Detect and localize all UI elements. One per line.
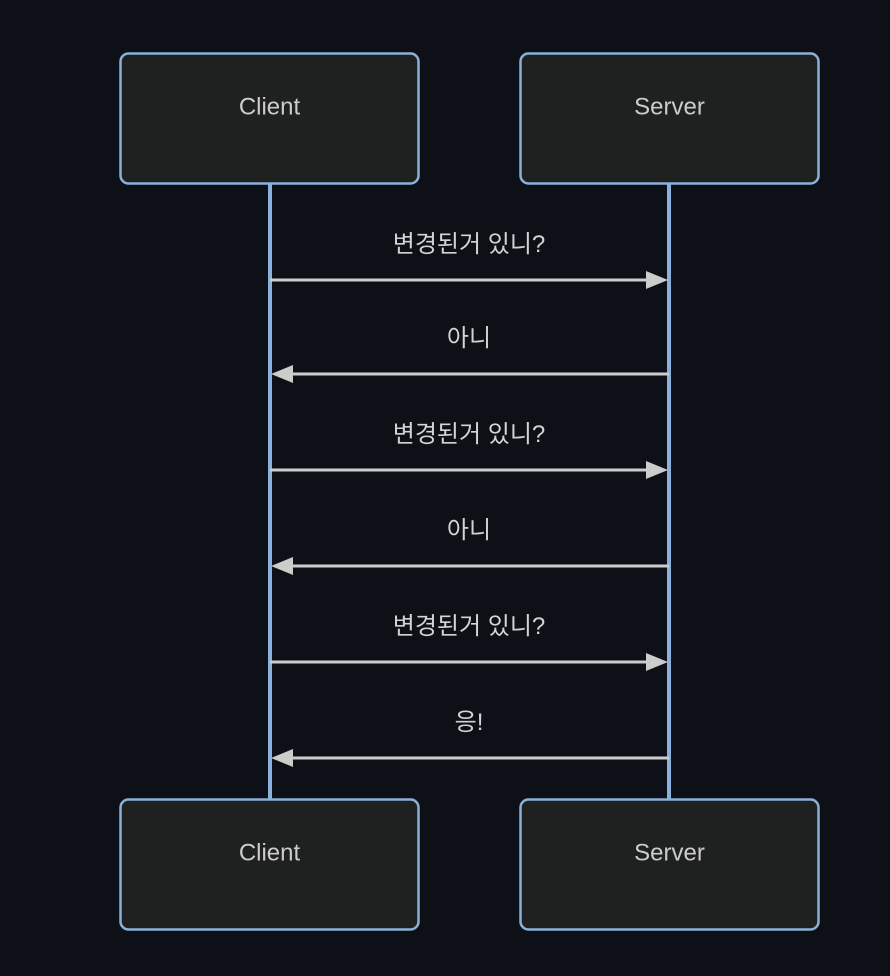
- arrowhead-left-icon: [271, 365, 293, 383]
- actor-server-top: Server: [519, 52, 820, 185]
- actor-label-client-top: Client: [239, 94, 301, 121]
- message-2: 아니: [271, 325, 669, 383]
- actor-box-client-top: [119, 52, 420, 185]
- arrowhead-right-icon: [646, 271, 668, 289]
- arrowhead-left-icon: [271, 749, 293, 767]
- message-6: 응!: [271, 709, 669, 767]
- message-label: 응!: [455, 709, 484, 736]
- message-label: 아니: [447, 325, 491, 352]
- message-label: 변경된거 있니?: [393, 231, 546, 258]
- actor-server-bottom: Server: [519, 798, 820, 931]
- actor-label-server-top: Server: [634, 94, 705, 121]
- actor-box-server-top: [519, 52, 820, 185]
- actor-box-server-bottom: [519, 798, 820, 931]
- actor-box-client-bottom: [119, 798, 420, 931]
- actor-label-client-bottom: Client: [239, 840, 301, 867]
- actor-client-top: Client: [119, 52, 420, 185]
- arrowhead-right-icon: [646, 653, 668, 671]
- message-5: 변경된거 있니?: [270, 613, 668, 671]
- actor-client-bottom: Client: [119, 798, 420, 931]
- message-label: 아니: [447, 517, 491, 544]
- arrowhead-right-icon: [646, 461, 668, 479]
- actor-label-server-bottom: Server: [634, 840, 705, 867]
- message-4: 아니: [271, 517, 669, 575]
- arrowhead-left-icon: [271, 557, 293, 575]
- message-3: 변경된거 있니?: [270, 421, 668, 479]
- message-1: 변경된거 있니?: [270, 231, 668, 289]
- message-label: 변경된거 있니?: [393, 421, 546, 448]
- message-label: 변경된거 있니?: [393, 613, 546, 640]
